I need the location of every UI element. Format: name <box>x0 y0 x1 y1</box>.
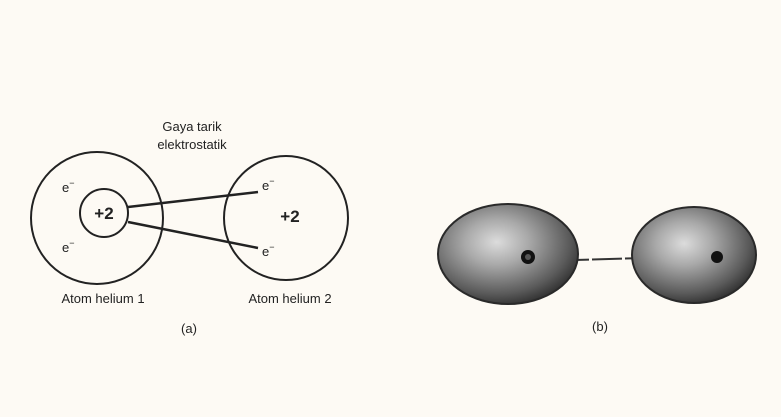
force-caption-line2: elektrostatik <box>157 137 227 152</box>
helium-sphere-2 <box>631 206 757 304</box>
atom1-electron-top: e− <box>62 178 75 195</box>
atom2-electron-shell <box>223 155 349 281</box>
attraction-line-top <box>127 190 259 209</box>
sphere1-body <box>437 203 579 305</box>
helium-atom-2: +2 e− e− Atom helium 2 <box>223 155 349 306</box>
attraction-line-bottom <box>127 220 259 250</box>
atom2-nucleus-charge: +2 <box>280 207 299 226</box>
atom1-label: Atom helium 1 <box>61 291 144 306</box>
sphere2-nucleus-dot <box>711 251 723 263</box>
atom2-electron-top: e− <box>262 176 275 193</box>
atom2-electron-bottom: e− <box>262 242 275 259</box>
panel-label-b: (b) <box>592 319 608 334</box>
panel-label-a: (a) <box>181 321 197 336</box>
atom1-nucleus <box>79 188 129 238</box>
force-caption-line1: Gaya tarik <box>162 119 222 134</box>
atom1-electron-bottom: e− <box>62 238 75 255</box>
atom1-nucleus-charge: +2 <box>94 204 113 223</box>
diagram-a: Gaya tarik elektrostatik +2 e− e− Atom h… <box>30 119 349 336</box>
atom2-label: Atom helium 2 <box>248 291 331 306</box>
atom1-electron-shell <box>30 151 164 285</box>
helium-sphere-1 <box>437 203 579 305</box>
diagram-b: (b) <box>437 203 757 334</box>
helium-atom-1: +2 e− e− Atom helium 1 <box>30 151 164 306</box>
sphere2-body <box>631 206 757 304</box>
